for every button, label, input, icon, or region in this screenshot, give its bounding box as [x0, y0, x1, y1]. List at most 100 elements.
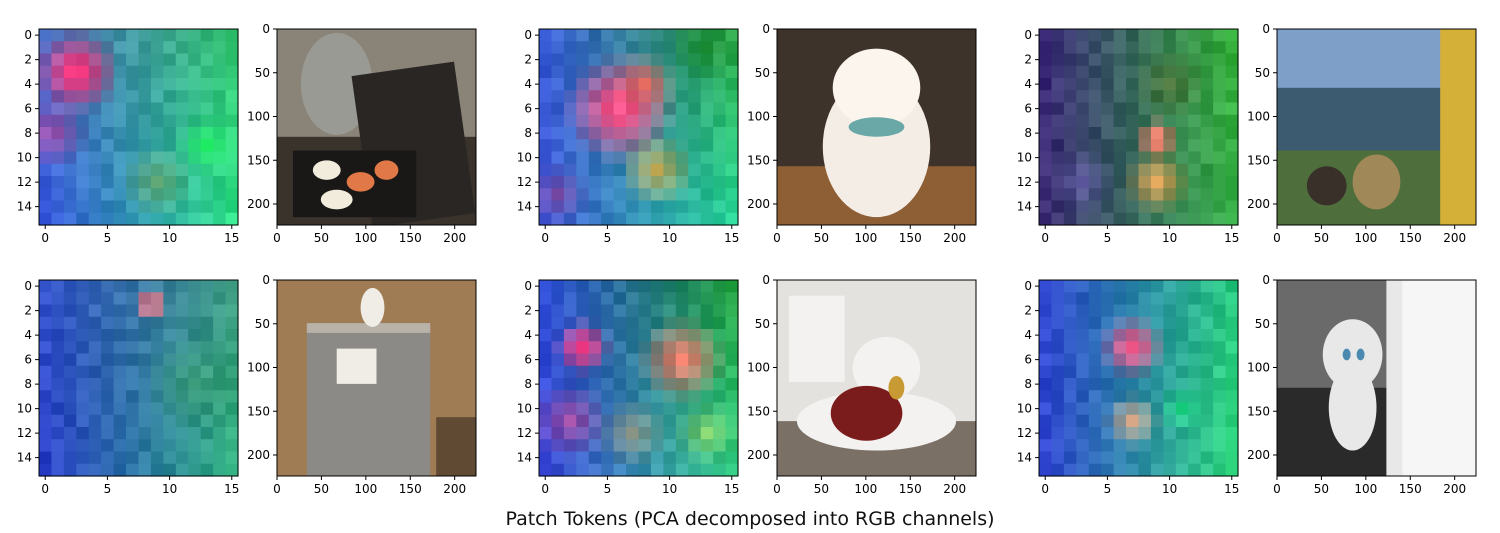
patch-cell [1163, 151, 1177, 165]
patch-cell [163, 414, 177, 428]
patch-cell [51, 188, 65, 202]
patch-cell [1101, 280, 1115, 293]
patch-cell [1188, 329, 1202, 342]
patch-cell [113, 341, 127, 355]
patch-cell [588, 341, 602, 355]
patch-cell [1101, 29, 1115, 42]
patch-cell [675, 341, 689, 355]
patch-cell [1088, 53, 1102, 67]
photo-region [1328, 364, 1377, 451]
patch-cell [713, 390, 727, 404]
patch-cell [1138, 114, 1152, 128]
patch-cell [1063, 353, 1077, 367]
image-x-tick-label: 150 [399, 231, 422, 245]
patch-cell [713, 188, 727, 202]
patch-cell [713, 53, 727, 67]
patch-cell [88, 292, 102, 306]
patch-cell [601, 280, 615, 293]
patch-cell [1126, 114, 1140, 128]
patch-cell [225, 65, 239, 79]
patch-cell [88, 316, 102, 330]
patch-cell [700, 29, 714, 42]
patch-cell [113, 176, 127, 189]
patch-cell [613, 163, 627, 177]
patch-cell [88, 151, 102, 165]
patch-cell [101, 353, 115, 367]
patch-cell [163, 365, 177, 379]
patch-cell [1088, 188, 1102, 202]
patch-cell [663, 329, 677, 342]
patch-cell [1150, 29, 1164, 42]
pca-x-tick-label: 10 [1162, 482, 1177, 496]
patch-cell [725, 163, 739, 177]
patch-cell [101, 304, 115, 318]
patch-cell [76, 78, 90, 91]
pca-y-tick-label: 0 [1024, 279, 1032, 293]
patch-cell [713, 102, 727, 116]
patch-cell [663, 65, 677, 79]
patch-cell [700, 139, 714, 153]
patch-cell [1150, 163, 1164, 177]
patch-cell [675, 90, 689, 104]
heatmap-frame [538, 279, 739, 477]
patch-cell [1163, 316, 1177, 330]
patch-cell [588, 114, 602, 128]
patch-cell [613, 41, 627, 55]
patch-cell [601, 451, 615, 465]
patch-cell [725, 390, 739, 404]
patch-cell [76, 188, 90, 202]
patch-cell [613, 341, 627, 355]
image-x-tick-label: 100 [854, 231, 877, 245]
patch-cell [1200, 53, 1214, 67]
patch-cell [551, 151, 565, 165]
patch-cell [713, 90, 727, 104]
patch-cell [150, 329, 164, 342]
patch-cell [1113, 390, 1127, 404]
patch-cell [675, 29, 689, 42]
patch-cell [1101, 427, 1115, 440]
patch-cell [113, 65, 127, 79]
patch-cell [39, 365, 53, 379]
patch-cell [576, 163, 590, 177]
patch-cell [188, 127, 202, 140]
patch-cell [1200, 176, 1214, 189]
patch-cell [150, 200, 164, 214]
patch-cell [1063, 280, 1077, 293]
patch-cell [138, 127, 152, 140]
image-y-tick-label: 200 [247, 448, 270, 462]
patch-cell [150, 78, 164, 91]
image-frame [776, 28, 977, 226]
patch-cell [1101, 200, 1115, 214]
patch-cell [675, 451, 689, 465]
patch-cell [113, 304, 127, 318]
patch-cell [626, 451, 640, 465]
image-y-tick-label: 100 [1247, 110, 1270, 124]
patch-cell [188, 427, 202, 440]
patch-cell [188, 176, 202, 189]
patch-cell [213, 365, 227, 379]
patch-cell [1101, 365, 1115, 379]
patch-cell [1101, 451, 1115, 465]
patch-cell [88, 280, 102, 293]
patch-cell [76, 414, 90, 428]
patch-cell [126, 463, 140, 477]
patch-cell [1163, 329, 1177, 342]
patch-cell [188, 439, 202, 453]
patch-cell [88, 329, 102, 342]
patch-cell [101, 102, 115, 116]
patch-cell [576, 139, 590, 153]
patch-cell [225, 212, 239, 226]
image-y-tick-label: 150 [247, 404, 270, 418]
patch-cell [576, 341, 590, 355]
patch-cell [150, 151, 164, 165]
patch-cell [1126, 78, 1140, 91]
pca-y-tick-label: 10 [517, 151, 532, 165]
image-y-tick-label: 200 [1247, 448, 1270, 462]
pca-x-tick-label: 10 [662, 231, 677, 245]
patch-cell [663, 316, 677, 330]
patch-cell [563, 292, 577, 306]
patch-cell [163, 439, 177, 453]
patch-cell [200, 53, 214, 67]
patch-cell [650, 427, 664, 440]
patch-cell [1126, 280, 1140, 293]
